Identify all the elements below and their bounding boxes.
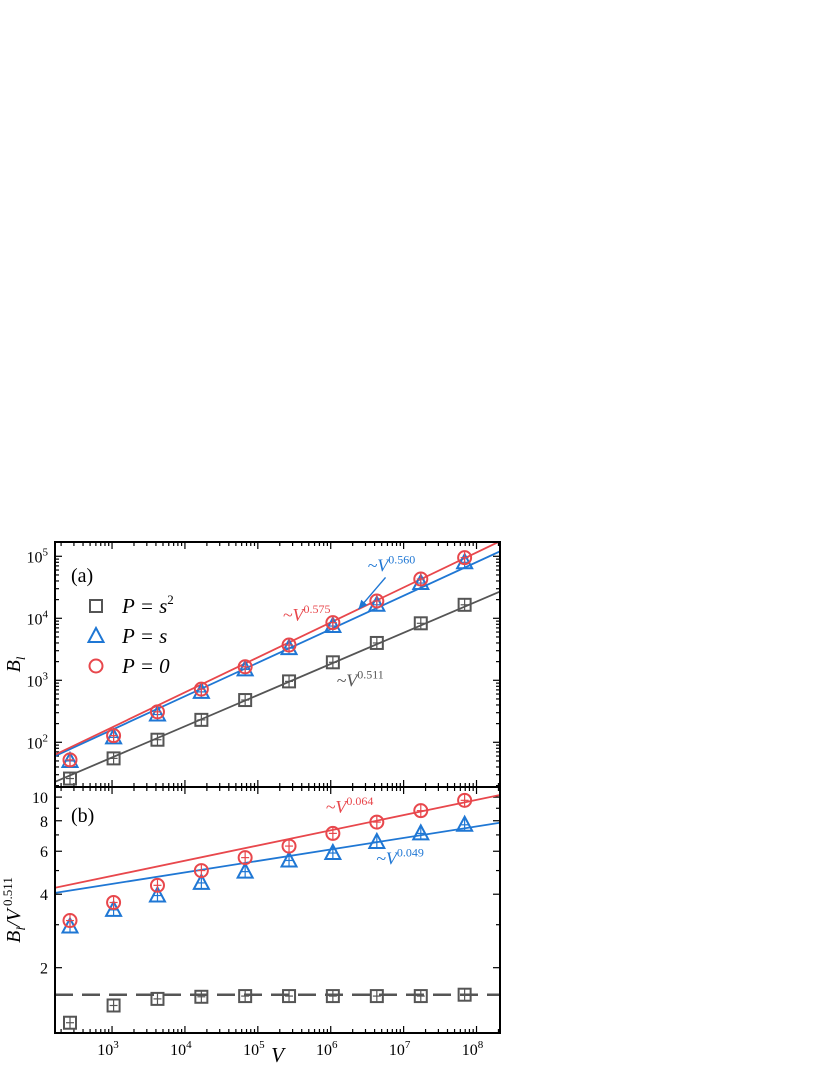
data-point-circle bbox=[413, 803, 429, 819]
x-tick-label: 105 bbox=[243, 1039, 265, 1059]
data-point-circle bbox=[281, 838, 297, 854]
fit-line-red bbox=[55, 542, 500, 756]
y-tick-label: 102 bbox=[27, 732, 49, 752]
y-tick-label: 8 bbox=[40, 814, 48, 831]
plot-frame bbox=[54, 786, 501, 1034]
legend: P = s2 P = s P = 0 bbox=[86, 592, 174, 678]
y-axis-label: Bl bbox=[3, 656, 28, 672]
fit-line-red bbox=[55, 794, 500, 889]
legend-label: P = s2 bbox=[121, 592, 174, 618]
fit-annotation-red: ~V0.064 bbox=[326, 794, 374, 817]
data-point-circle bbox=[193, 863, 209, 879]
y-tick-label: 6 bbox=[40, 844, 48, 861]
y-tick-label: 104 bbox=[27, 608, 49, 628]
y-axis-label: Bl/V 0.511 bbox=[0, 877, 28, 943]
legend-marker-circle bbox=[88, 658, 104, 674]
panel-label: (a) bbox=[71, 565, 93, 587]
y-tick-label: 105 bbox=[27, 546, 49, 566]
data-point-circle bbox=[369, 593, 385, 609]
data-point-circle bbox=[62, 913, 78, 929]
data-point-circle bbox=[457, 550, 473, 566]
legend-marker-triangle bbox=[86, 625, 106, 643]
x-tick-label: 106 bbox=[316, 1039, 338, 1059]
data-point-circle bbox=[237, 850, 253, 866]
fit-annotation-red: ~V0.575 bbox=[283, 602, 331, 625]
y-tick-label: 10 bbox=[32, 790, 48, 807]
data-point-circle bbox=[237, 659, 253, 675]
panel-label: (b) bbox=[71, 805, 94, 827]
data-point-circle bbox=[325, 825, 341, 841]
annotation-arrowhead bbox=[358, 599, 368, 610]
data-point-circle bbox=[106, 894, 122, 910]
fit-annotation-blue: ~V0.560 bbox=[368, 552, 416, 575]
data-point-circle bbox=[149, 704, 165, 720]
data-point-circle bbox=[325, 615, 341, 631]
x-tick-label: 108 bbox=[462, 1039, 484, 1059]
y-tick-label: 103 bbox=[27, 670, 49, 690]
fit-line-gray bbox=[55, 590, 500, 783]
legend-label: P = 0 bbox=[121, 654, 170, 678]
data-point-circle bbox=[193, 681, 209, 697]
data-point-circle bbox=[457, 792, 473, 808]
x-tick-label: 107 bbox=[389, 1039, 411, 1059]
data-point-circle bbox=[281, 637, 297, 653]
legend-label: P = s bbox=[121, 624, 167, 648]
x-tick-label: 104 bbox=[170, 1039, 192, 1059]
x-axis-label: V bbox=[271, 1043, 286, 1067]
x-tick-label: 103 bbox=[97, 1039, 119, 1059]
panel-b: (b) 2 4 6 8 10 103 104 105 106 107 108 V Bl/V 0.511 ~V… bbox=[0, 786, 501, 1067]
data-point-circle bbox=[149, 877, 165, 893]
fit-annotation-blue: ~V0.049 bbox=[376, 845, 424, 868]
data-point-circle bbox=[369, 814, 385, 830]
fit-line-blue bbox=[55, 821, 500, 894]
data-point-circle bbox=[62, 752, 78, 768]
data-point-circle bbox=[413, 571, 429, 587]
y-tick-label: 2 bbox=[40, 961, 48, 978]
fit-annotation-gray: ~V0.511 bbox=[336, 667, 383, 690]
legend-marker-square bbox=[89, 599, 103, 613]
y-tick-label: 4 bbox=[40, 887, 48, 904]
data-point-circle bbox=[106, 728, 122, 744]
